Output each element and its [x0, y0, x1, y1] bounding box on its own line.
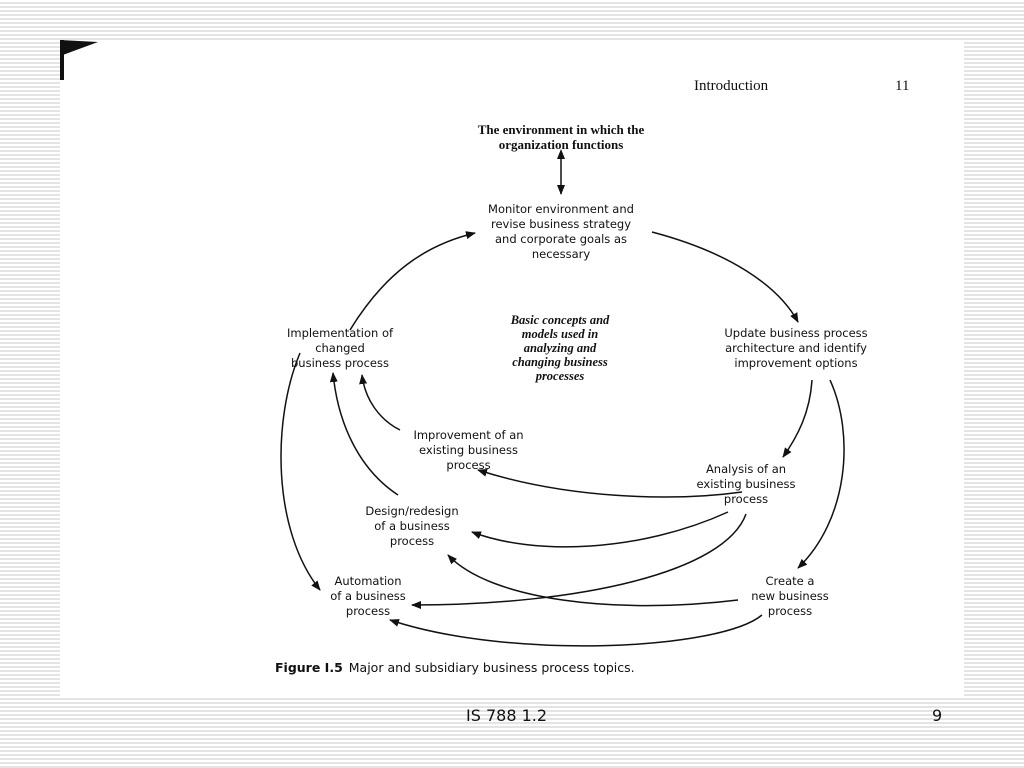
arrow-design-to-implementation	[329, 372, 399, 496]
arrow-monitor-to-update	[651, 231, 799, 323]
book-section-header: Introduction	[694, 78, 769, 94]
node-design: Design/redesign of a business process	[365, 504, 459, 548]
arrow-analysis-to-design	[471, 511, 729, 548]
slide-footer-course: IS 788 1.2	[466, 706, 548, 725]
arrow-create-to-design	[447, 554, 739, 607]
node-center-concepts: Basic concepts and models used in analyz…	[510, 313, 610, 383]
arrow-update-to-analysis	[782, 379, 813, 458]
page-corner-mark	[60, 40, 98, 80]
node-improvement: Improvement of an existing business proc…	[413, 428, 524, 472]
arrow-analysis-to-improvement	[477, 468, 743, 498]
arrow-improvement-to-implementation	[359, 374, 401, 431]
process-cycle-diagram	[280, 149, 845, 647]
arrow-implementation-to-monitor	[349, 231, 476, 331]
node-update-architecture: Update business process architecture and…	[724, 326, 868, 370]
node-monitor: Monitor environment and revise business …	[488, 202, 634, 261]
arrow-analysis-to-automation	[411, 513, 747, 609]
node-create: Create a new business process	[751, 574, 829, 618]
scanned-book-page: Introduction 11	[60, 40, 964, 696]
arrow-create-to-automation	[389, 614, 763, 647]
arrow-implementation-to-automation	[280, 352, 321, 591]
arrow-update-to-create	[797, 379, 845, 569]
figure-label: Figure I.5	[275, 660, 343, 675]
book-page-number: 11	[895, 78, 910, 94]
slide-number: 9	[932, 706, 943, 725]
node-environment: The environment in which the organizatio…	[477, 122, 645, 152]
figure-caption: Figure I.5 Major and subsidiary business …	[275, 660, 635, 675]
node-implementation: Implementation of changed business proce…	[286, 326, 394, 370]
node-analysis: Analysis of an existing business process	[696, 462, 796, 506]
figure-caption-text: Major and subsidiary business process to…	[348, 660, 635, 675]
node-automation: Automation of a business process	[330, 574, 406, 618]
